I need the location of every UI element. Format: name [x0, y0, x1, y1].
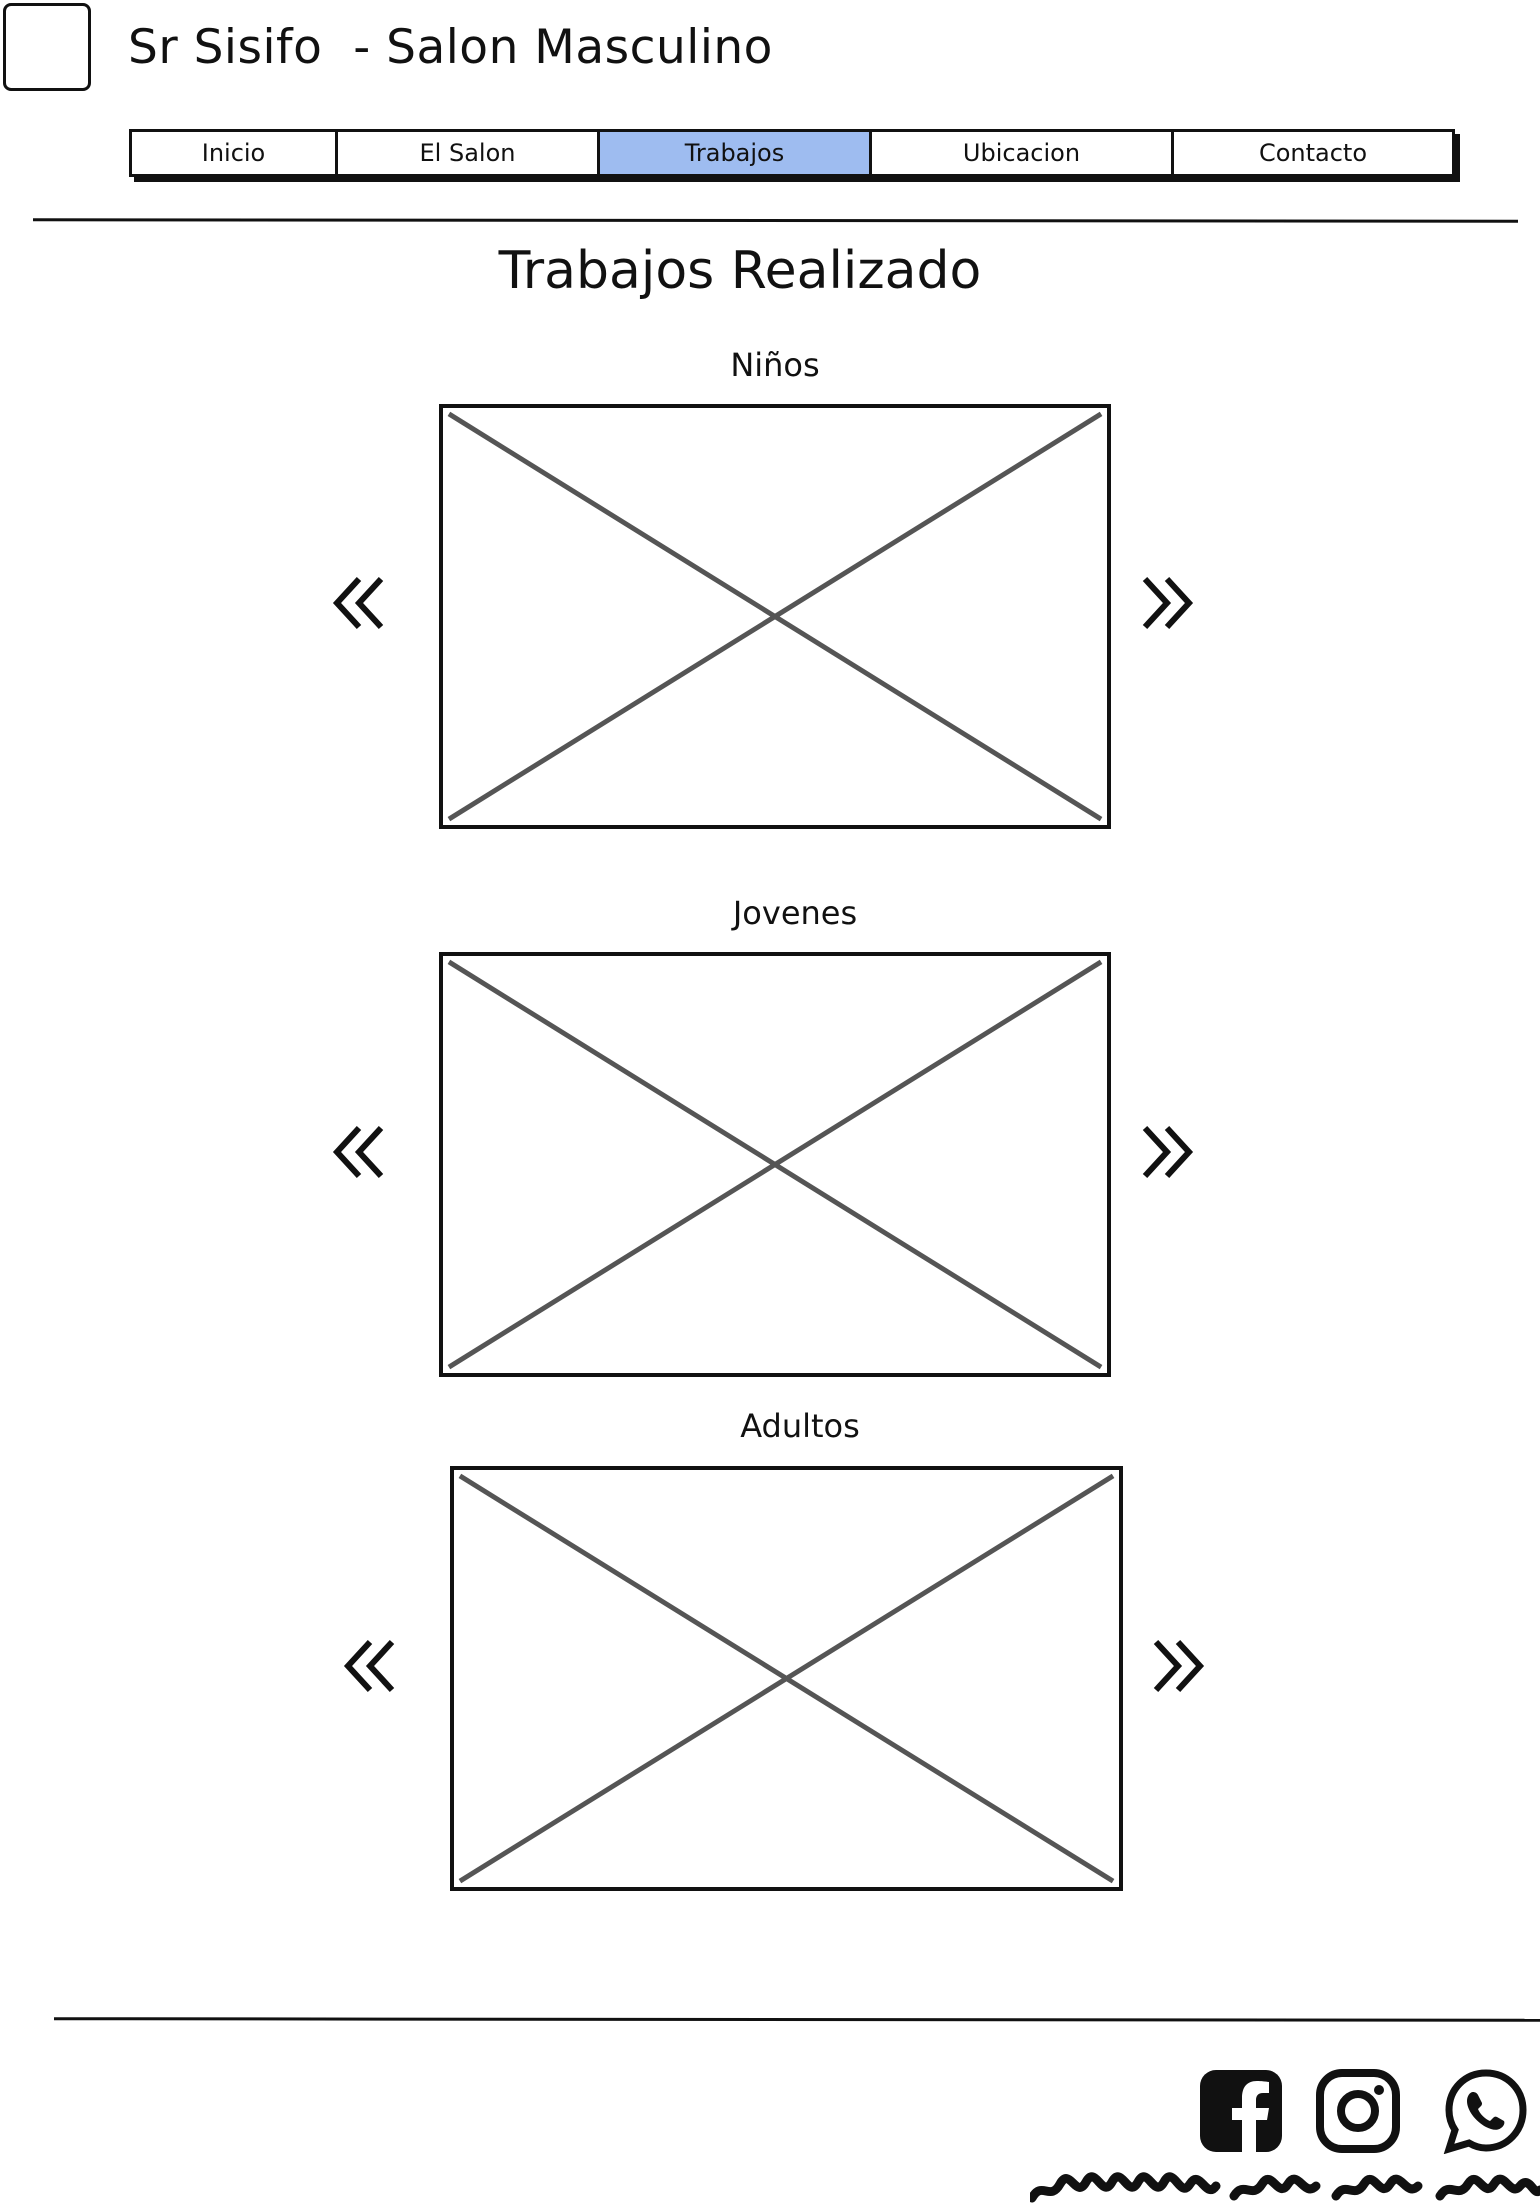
- site-title: Sr Sisifo - Salon Masculino: [128, 20, 773, 75]
- double-chevron-left-icon[interactable]: [329, 573, 389, 633]
- nav-item-ubicacion[interactable]: Ubicacion: [872, 132, 1174, 174]
- image-placeholder-jovenes: [439, 952, 1111, 1377]
- instagram-icon[interactable]: [1315, 2068, 1401, 2154]
- nav-item-trabajos[interactable]: Trabajos: [600, 132, 872, 174]
- image-placeholder-ninos: [439, 404, 1111, 829]
- nav-item-contacto[interactable]: Contacto: [1258, 139, 1368, 167]
- double-chevron-right-icon[interactable]: [1137, 1122, 1197, 1182]
- whatsapp-icon[interactable]: [1443, 2068, 1529, 2154]
- header-divider: [32, 218, 1519, 223]
- footer-divider: [53, 2017, 1540, 2022]
- double-chevron-right-icon[interactable]: [1148, 1636, 1208, 1696]
- section-label-adultos: Adultos: [740, 1407, 860, 1445]
- image-placeholder-adultos: [450, 1466, 1123, 1891]
- nav-item-el-salon[interactable]: El Salon: [338, 132, 600, 174]
- facebook-icon[interactable]: [1198, 2068, 1284, 2154]
- footer-scribble: [1027, 2168, 1540, 2204]
- main-nav: Inicio El Salon Trabajos Ubicacion Conta…: [129, 129, 1455, 177]
- nav-item-inicio[interactable]: Inicio: [132, 132, 338, 174]
- double-chevron-right-icon[interactable]: [1137, 573, 1197, 633]
- section-label-jovenes: Jovenes: [732, 894, 858, 932]
- section-label-ninos: Niños: [730, 346, 820, 384]
- page-title: Trabajos Realizado: [498, 241, 982, 301]
- logo-placeholder-icon[interactable]: [3, 3, 91, 91]
- double-chevron-left-icon[interactable]: [340, 1636, 400, 1696]
- double-chevron-left-icon[interactable]: [329, 1122, 389, 1182]
